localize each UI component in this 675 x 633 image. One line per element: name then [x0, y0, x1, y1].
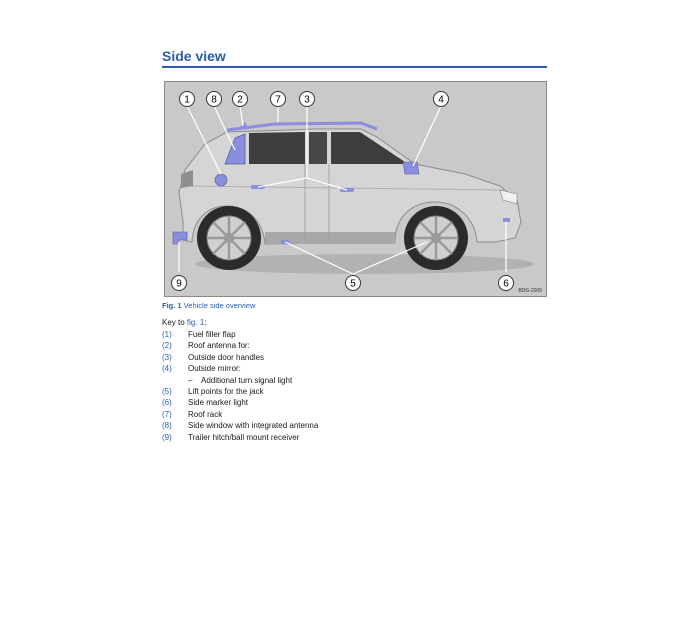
key-item-number: (5) [162, 386, 172, 396]
callout-1: 1 [179, 91, 195, 107]
key-subitem-dash: – [188, 375, 193, 385]
key-item-number: (3) [162, 352, 172, 362]
figure-caption: Fig. 1 Vehicle side overview [162, 301, 255, 310]
callout-8: 8 [206, 91, 222, 107]
figure-code: BDG-2005 [518, 288, 542, 294]
callout-3: 3 [299, 91, 315, 107]
rear-side-window [249, 132, 305, 164]
key-item-text: Outside door handles [188, 352, 265, 362]
key-item-text: Side window with integrated antenna [188, 421, 319, 431]
trailer-hitch-highlight [172, 231, 188, 245]
key-item-text: Outside mirror: [188, 364, 241, 374]
key-item-number: (2) [162, 341, 172, 351]
key-intro-suffix: : [204, 318, 207, 327]
callout-2-label: 2 [237, 95, 243, 106]
key-item-text: Side marker light [188, 398, 249, 408]
callout-7-label: 7 [275, 95, 281, 106]
key-item-number: (7) [162, 409, 172, 419]
page-title: Side view [162, 48, 226, 64]
callout-3-label: 3 [304, 95, 310, 106]
callout-5-label: 5 [350, 279, 356, 290]
door-seams [304, 164, 330, 242]
title-divider [162, 66, 547, 68]
middle-door-window [309, 132, 327, 164]
key-item-text: Lift points for the jack [188, 386, 264, 396]
headlight [499, 189, 518, 205]
front-door-window [331, 132, 408, 164]
vehicle-side-figure: 1 8 2 7 3 4 9 5 [164, 81, 547, 297]
key-item-text: Roof antenna for: [188, 341, 250, 351]
callout-7: 7 [270, 91, 286, 107]
key-intro-prefix: Key to [162, 318, 185, 327]
key-subitem-text: Additional turn signal light [201, 375, 293, 385]
front-wheel [404, 206, 468, 270]
key-item-text: Trailer hitch/ball mount receiver [188, 432, 300, 442]
key-item-number: (4) [162, 364, 172, 374]
callout-4: 4 [433, 91, 449, 107]
callout-6: 6 [498, 275, 514, 291]
vehicle-illustration: 1 8 2 7 3 4 9 5 [171, 91, 535, 291]
key-item-number: (6) [162, 398, 172, 408]
key-item-number: (1) [162, 330, 172, 339]
tail-light [181, 170, 193, 188]
figure-caption-text: Vehicle side overview [183, 301, 256, 310]
callout-6-label: 6 [503, 279, 509, 290]
key-item-number: (8) [162, 421, 172, 431]
lower-cladding [265, 232, 395, 244]
callout-8-label: 8 [211, 95, 217, 106]
callout-4-label: 4 [438, 95, 444, 106]
figure-link[interactable]: fig. 1 [186, 318, 205, 327]
fuel-filler-flap-highlight [214, 173, 228, 187]
leader-lines [178, 105, 507, 275]
key-item-number: (9) [162, 432, 172, 442]
callout-9: 9 [171, 275, 187, 291]
mirror-highlight [402, 161, 420, 175]
key-item-text: Fuel filler flap [188, 330, 236, 339]
key-intro: Key to fig. 1: [162, 318, 207, 327]
figure-caption-number: Fig. 1 [162, 301, 182, 310]
side-marker-light-highlight [503, 218, 510, 222]
key-item-text: Roof rack [188, 409, 223, 419]
roof-rack-highlight [226, 121, 378, 132]
callout-9-label: 9 [176, 279, 182, 290]
callout-2: 2 [232, 91, 248, 107]
callout-5: 5 [345, 275, 361, 291]
rear-wheel [197, 206, 261, 270]
callout-1-label: 1 [184, 95, 190, 106]
